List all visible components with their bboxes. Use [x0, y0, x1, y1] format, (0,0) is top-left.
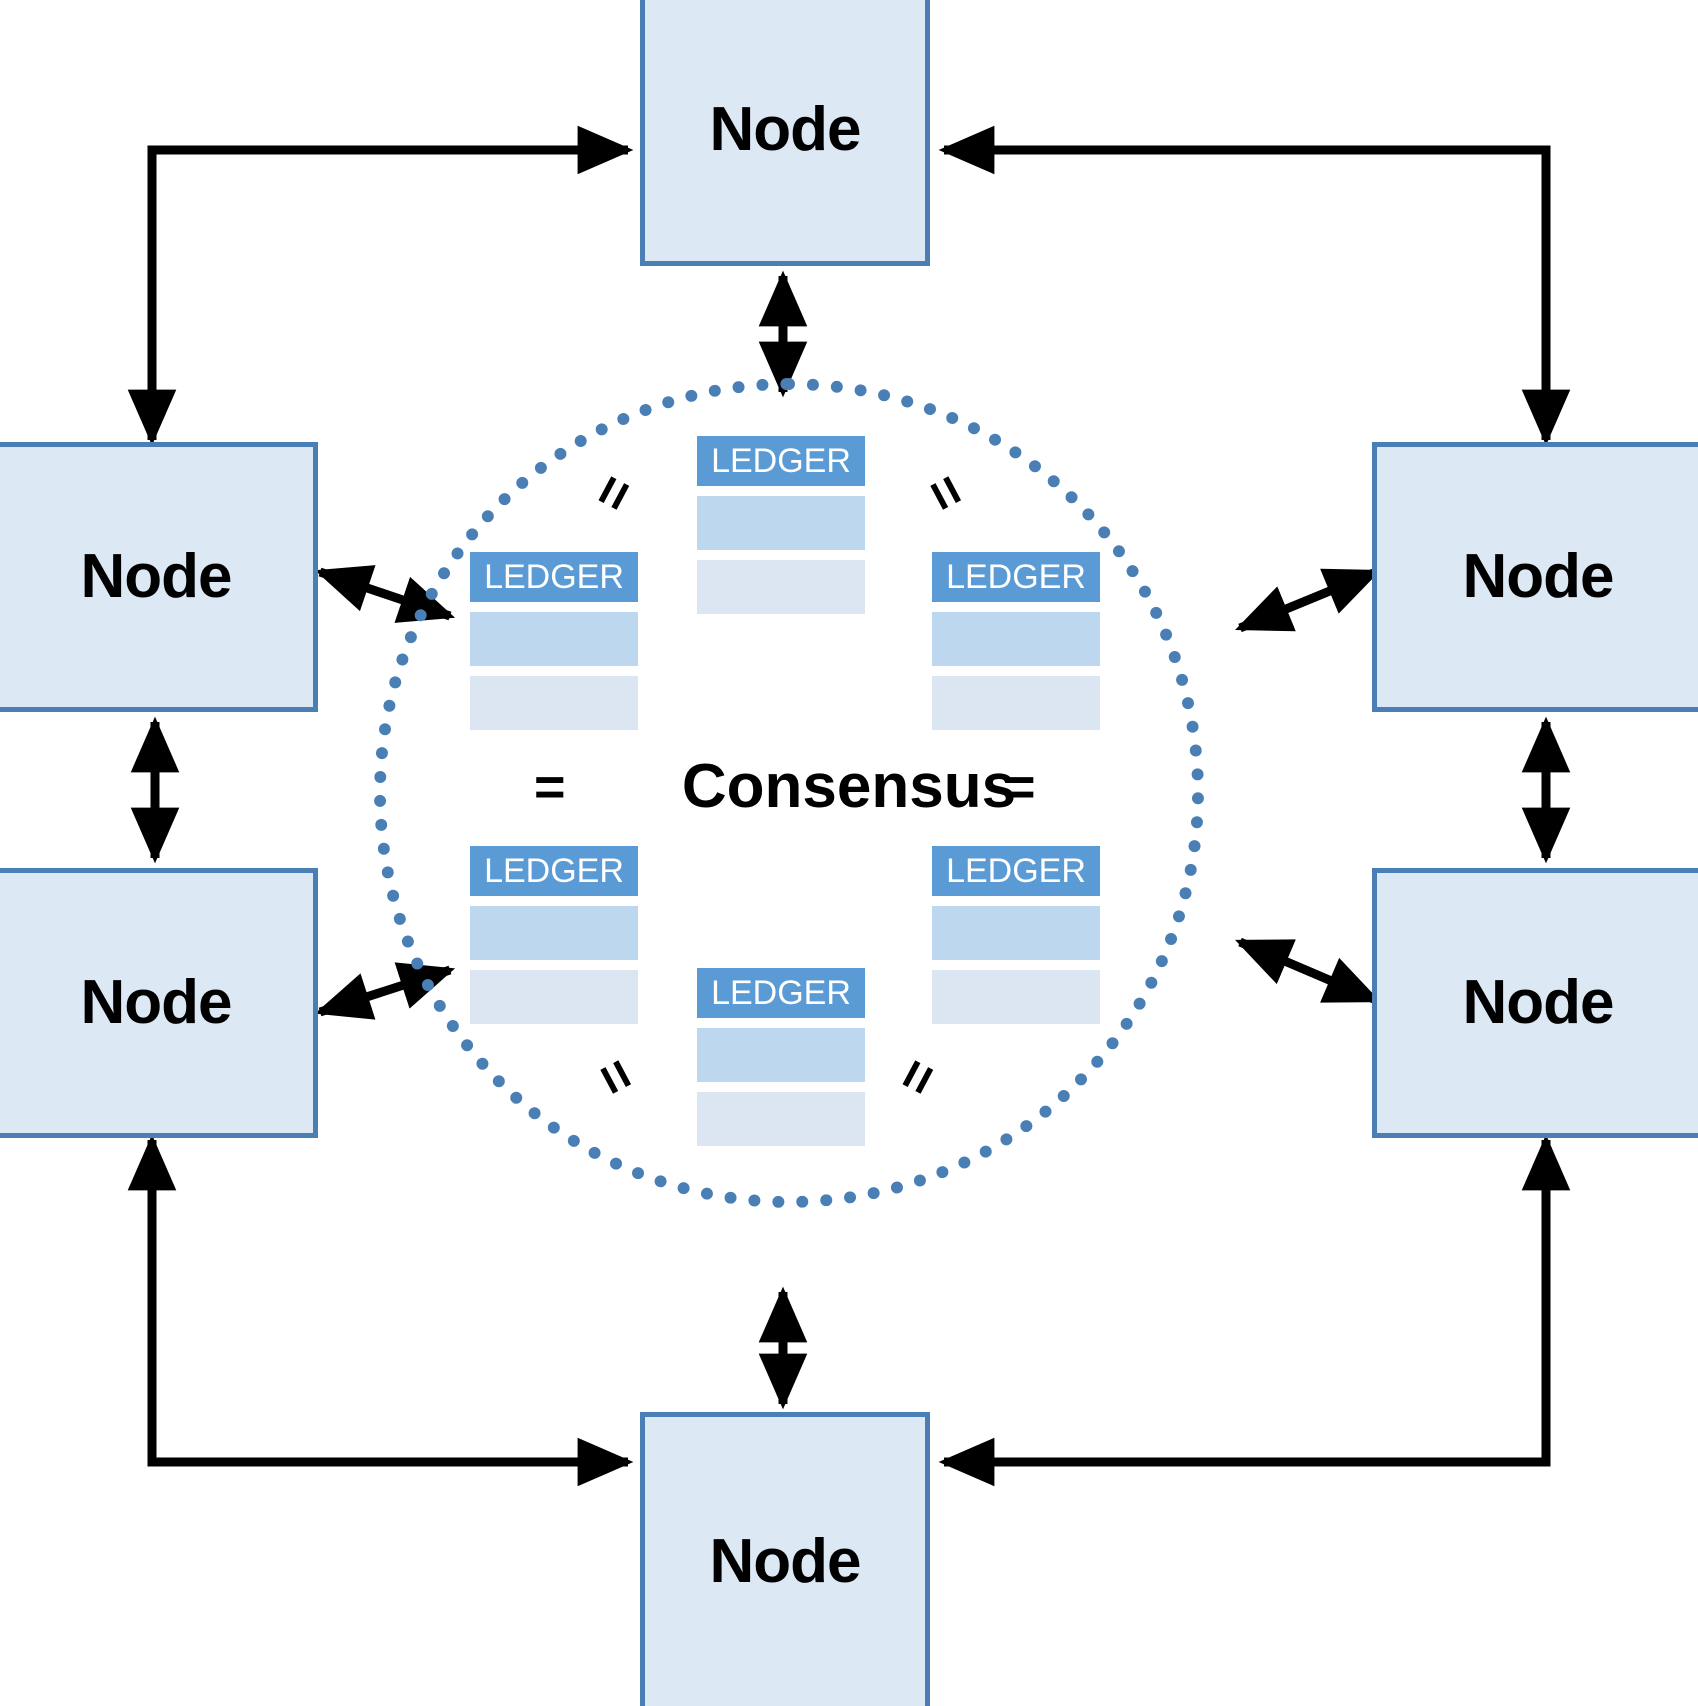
- equals-mark-icon: =: [1004, 757, 1036, 817]
- ledger-row: [932, 970, 1100, 1024]
- arrow-right-lower-to-bottom: [938, 1134, 1571, 1487]
- ledger-header-label: LEDGER: [932, 846, 1100, 896]
- ledger-row: [470, 970, 638, 1024]
- arrow-right-lower-to-consensus: [1235, 937, 1381, 1005]
- consensus-label: Consensus: [681, 752, 1017, 821]
- ledger-header-label: LEDGER: [697, 436, 865, 486]
- node-label: Node: [80, 968, 233, 1037]
- node-label: Node: [1462, 542, 1615, 611]
- ledger-card-bottom[interactable]: LEDGER: [697, 968, 865, 1146]
- ledger-header-label: LEDGER: [932, 552, 1100, 602]
- ledger-row: [697, 496, 865, 550]
- ledger-header-label: LEDGER: [697, 968, 865, 1018]
- ledger-card-right-lower[interactable]: LEDGER: [932, 846, 1100, 1024]
- node-label: Node: [709, 95, 862, 164]
- ledger-row: [470, 906, 638, 960]
- ledger-card-right-upper[interactable]: LEDGER: [932, 552, 1100, 730]
- ledger-row: [697, 1028, 865, 1082]
- ledger-header-label: LEDGER: [470, 846, 638, 896]
- ledger-card-top[interactable]: LEDGER: [697, 436, 865, 614]
- ledger-row: [932, 906, 1100, 960]
- node-box-right-lower[interactable]: Node: [1372, 868, 1698, 1138]
- node-label: Node: [709, 1527, 862, 1596]
- arrow-left-lower-to-bottom: [127, 1134, 634, 1487]
- ledger-card-left-lower[interactable]: LEDGER: [470, 846, 638, 1024]
- node-box-bottom[interactable]: Node: [640, 1412, 930, 1706]
- arrow-left-upper-to-top: [127, 125, 634, 446]
- ledger-header-label: LEDGER: [470, 552, 638, 602]
- equals-mark-icon: =: [534, 757, 566, 817]
- node-box-left-lower[interactable]: Node: [0, 868, 318, 1138]
- arrow-right-upper-to-top: [938, 125, 1571, 446]
- ledger-card-left-upper[interactable]: LEDGER: [470, 552, 638, 730]
- ledger-row: [697, 560, 865, 614]
- node-box-left-upper[interactable]: Node: [0, 442, 318, 712]
- ledger-row: [470, 676, 638, 730]
- node-box-right-upper[interactable]: Node: [1372, 442, 1698, 712]
- node-label: Node: [1462, 968, 1615, 1037]
- node-label: Node: [80, 542, 233, 611]
- node-box-top[interactable]: Node: [640, 0, 930, 266]
- ledger-row: [470, 612, 638, 666]
- ledger-row: [697, 1092, 865, 1146]
- ledger-row: [932, 612, 1100, 666]
- arrow-right-upper-to-consensus: [1235, 567, 1381, 633]
- ledger-row: [932, 676, 1100, 730]
